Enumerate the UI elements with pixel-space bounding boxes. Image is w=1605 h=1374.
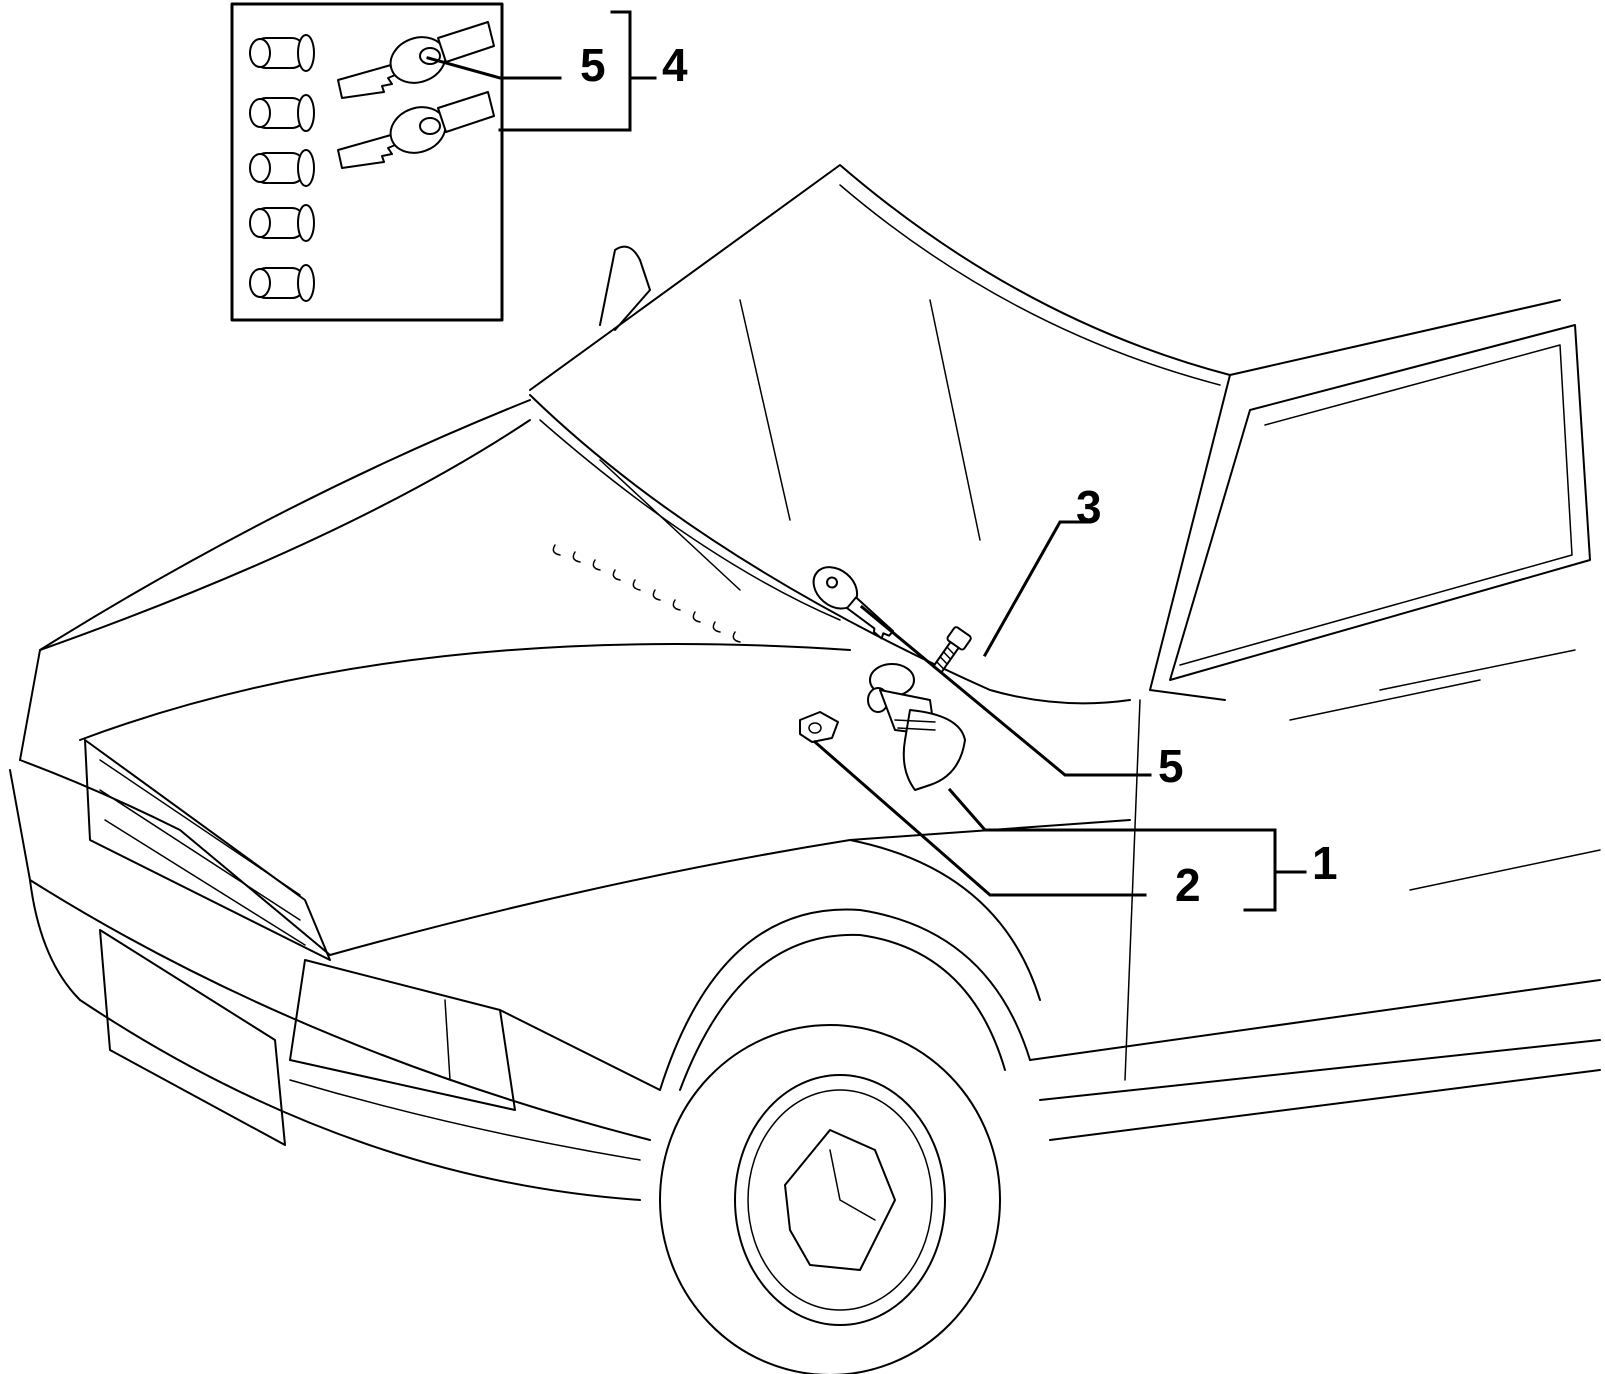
callout-small-part: 2: [1175, 859, 1201, 911]
lock-cylinder-assembly: [867, 663, 966, 791]
ignition-key: [812, 566, 895, 640]
lock-cylinder-set: [249, 34, 315, 302]
callout-key: 5: [1158, 740, 1184, 792]
callout-kit-key: 5: [580, 39, 606, 91]
leader-lines: [426, 10, 1307, 912]
kit-inset-box: [230, 2, 504, 322]
car-illustration: [9, 164, 1601, 1374]
callout-lock-cylinder: 1: [1312, 837, 1338, 889]
callout-kit: 4: [662, 39, 688, 91]
front-wheel: [659, 1024, 1001, 1374]
small-clip: [799, 711, 839, 743]
key-set: [337, 21, 495, 169]
callout-screw: 3: [1076, 481, 1102, 533]
